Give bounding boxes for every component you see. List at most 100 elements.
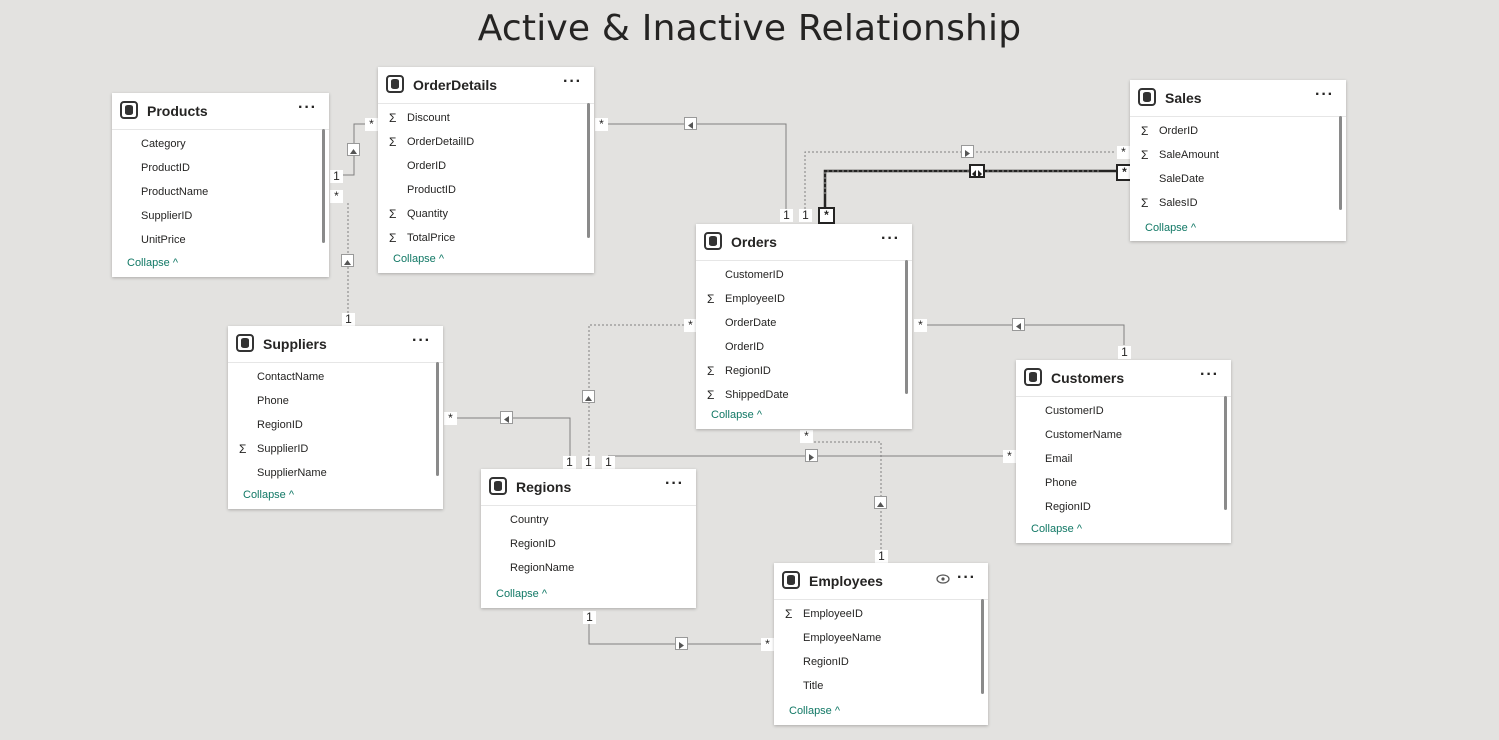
card-header[interactable]: Products ··· xyxy=(112,93,329,130)
filter-direction-bidirectional-icon[interactable] xyxy=(969,164,985,178)
collapse-button[interactable]: Collapse ^ xyxy=(1145,222,1197,234)
field-name: Country xyxy=(510,514,549,526)
field-name: ProductName xyxy=(141,186,209,198)
marker-many: * xyxy=(800,430,813,443)
more-options-icon[interactable]: ··· xyxy=(665,475,684,492)
field-name: RegionID xyxy=(510,538,556,550)
sigma-icon: Σ xyxy=(1141,124,1149,138)
visibility-icon[interactable] xyxy=(936,573,950,587)
marker-many: * xyxy=(684,319,697,332)
table-icon xyxy=(1138,88,1156,106)
collapse-button[interactable]: Collapse ^ xyxy=(1031,523,1083,535)
rel-orders-sales-inactive xyxy=(804,151,1116,209)
field-name: UnitPrice xyxy=(141,234,186,246)
table-icon xyxy=(1024,368,1042,386)
marker-one: 1 xyxy=(1118,346,1131,359)
field-name: Discount xyxy=(407,112,450,124)
field-name: OrderID xyxy=(407,160,447,172)
card-header[interactable]: Suppliers ··· xyxy=(228,326,443,363)
table-name: Employees xyxy=(809,573,883,589)
filter-direction-icon[interactable] xyxy=(1012,318,1025,331)
sigma-icon: Σ xyxy=(389,231,397,245)
table-icon xyxy=(236,334,254,352)
more-options-icon[interactable]: ··· xyxy=(563,73,582,90)
marker-one: 1 xyxy=(582,456,595,469)
scrollbar[interactable] xyxy=(1224,396,1227,510)
more-options-icon[interactable]: ··· xyxy=(1200,366,1219,383)
scrollbar[interactable] xyxy=(981,599,984,694)
more-options-icon[interactable]: ··· xyxy=(298,99,317,116)
table-name: Customers xyxy=(1051,370,1125,386)
card-header[interactable]: Regions ··· xyxy=(481,469,696,506)
filter-direction-icon[interactable] xyxy=(500,411,513,424)
card-header[interactable]: Employees ··· xyxy=(774,563,988,600)
collapse-button[interactable]: Collapse ^ xyxy=(127,257,179,269)
field-name: Phone xyxy=(257,395,289,407)
collapse-button[interactable]: Collapse ^ xyxy=(711,409,763,421)
table-icon xyxy=(704,232,722,250)
more-options-icon[interactable]: ··· xyxy=(881,230,900,247)
scrollbar[interactable] xyxy=(322,129,325,243)
field-name: RegionID xyxy=(257,419,303,431)
marker-one: 1 xyxy=(875,550,888,563)
marker-one: 1 xyxy=(583,611,596,624)
marker-many-selected: * xyxy=(818,207,835,224)
collapse-button[interactable]: Collapse ^ xyxy=(789,705,841,717)
marker-one: 1 xyxy=(780,209,793,222)
table-name: Regions xyxy=(516,479,572,495)
rel-regions-orders xyxy=(588,324,684,456)
field-name: Quantity xyxy=(407,208,448,220)
table-name: Orders xyxy=(731,234,777,250)
filter-direction-icon[interactable] xyxy=(684,117,697,130)
field-name: EmployeeID xyxy=(725,293,785,305)
filter-direction-icon[interactable] xyxy=(582,390,595,403)
more-options-icon[interactable]: ··· xyxy=(957,569,976,586)
marker-many: * xyxy=(1117,146,1130,159)
filter-direction-icon[interactable] xyxy=(961,145,974,158)
field-name: SupplierName xyxy=(257,467,327,479)
field-name: CustomerName xyxy=(1045,429,1123,441)
field-name: RegionID xyxy=(1045,501,1091,513)
field-name: ProductID xyxy=(407,184,456,196)
more-options-icon[interactable]: ··· xyxy=(1315,86,1334,103)
card-header[interactable]: OrderDetails ··· xyxy=(378,67,594,104)
sigma-icon: Σ xyxy=(1141,148,1149,162)
filter-direction-icon[interactable] xyxy=(341,254,354,267)
field-name: Title xyxy=(803,680,824,692)
filter-direction-icon[interactable] xyxy=(347,143,360,156)
field-name: RegionID xyxy=(725,365,771,377)
scrollbar[interactable] xyxy=(436,362,439,476)
more-options-icon[interactable]: ··· xyxy=(412,332,431,349)
collapse-button[interactable]: Collapse ^ xyxy=(393,253,445,265)
field-name: ProductID xyxy=(141,162,190,174)
table-name: Sales xyxy=(1165,90,1202,106)
scrollbar[interactable] xyxy=(587,103,590,238)
filter-direction-icon[interactable] xyxy=(874,496,887,509)
field-name: Phone xyxy=(1045,477,1077,489)
card-header[interactable]: Sales ··· xyxy=(1130,80,1346,117)
collapse-button[interactable]: Collapse ^ xyxy=(243,489,295,501)
collapse-button[interactable]: Collapse ^ xyxy=(496,588,548,600)
card-header[interactable]: Customers ··· xyxy=(1016,360,1231,397)
field-name: Category xyxy=(141,138,186,150)
scrollbar[interactable] xyxy=(1339,116,1342,210)
card-header[interactable]: Orders ··· xyxy=(696,224,912,261)
field-name: CustomerID xyxy=(725,269,784,281)
field-name: OrderDate xyxy=(725,317,777,329)
filter-direction-icon[interactable] xyxy=(675,637,688,650)
field-name: SalesID xyxy=(1159,197,1198,209)
filter-direction-icon[interactable] xyxy=(805,449,818,462)
field-name: EmployeeName xyxy=(803,632,882,644)
field-name: RegionID xyxy=(803,656,849,668)
marker-one: 1 xyxy=(563,456,576,469)
scrollbar[interactable] xyxy=(905,260,908,394)
field-name: EmployeeID xyxy=(803,608,863,620)
